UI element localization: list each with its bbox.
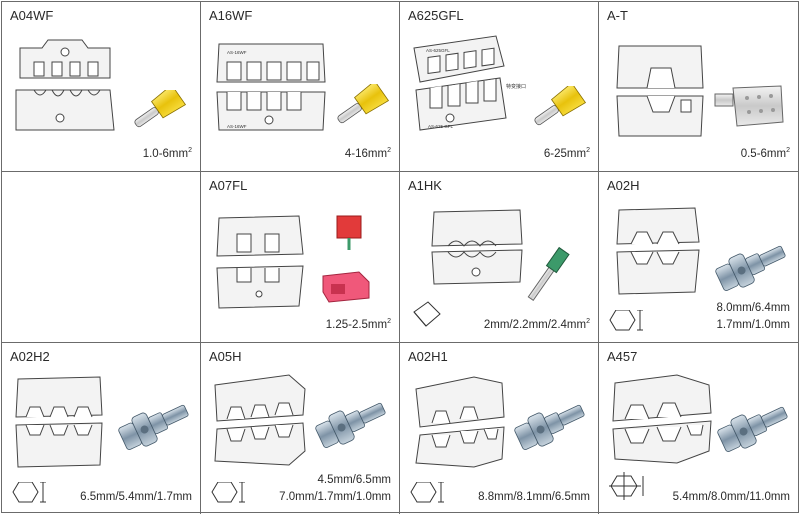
die-a05h-icon bbox=[214, 374, 306, 466]
flag-terminal-icon bbox=[322, 271, 370, 303]
die-label: AS-625 GFL bbox=[428, 124, 454, 129]
model-label: A04WF bbox=[10, 8, 54, 23]
model-label: A16WF bbox=[209, 8, 253, 23]
cell-a05h: A05H 4.5mm/6.5mm 7.0mm/1.7mm/1.0mm bbox=[201, 343, 400, 514]
die-a07fl-icon bbox=[216, 215, 304, 309]
spec-label: 6-25mm2 bbox=[543, 147, 590, 160]
hex-gauge-icon bbox=[12, 482, 47, 503]
cell-a457: A457 5.4mm/8.0mm/11.0mm bbox=[599, 343, 798, 514]
spec-label: 8.0mm/6.4mm 1.7mm/1.0mm bbox=[716, 302, 791, 331]
model-label: A02H2 bbox=[10, 349, 50, 364]
die-a625gfl-icon: AS-625GFL AS-625 GFL 特变接口 bbox=[413, 35, 526, 131]
ferrule-icon bbox=[331, 84, 389, 130]
cell-a02h2: A02H2 6.5mm/5.4mm/1.7mm bbox=[2, 343, 201, 514]
model-label: A625GFL bbox=[408, 8, 464, 23]
ring-terminal-icon bbox=[714, 85, 784, 127]
cell-a02h1: A02H1 8.8mm/8.1mm/6.5mm bbox=[400, 343, 599, 514]
hex-gauge-icon bbox=[609, 310, 644, 331]
flag-terminal-icon bbox=[336, 215, 362, 250]
cell-a-t: A-T 0.5-6mm2 bbox=[599, 2, 798, 172]
spec-label: 1.0-6mm2 bbox=[142, 147, 192, 160]
hex-gauge-icon bbox=[211, 482, 246, 503]
bnc-connector-icon bbox=[712, 236, 789, 296]
cell-a02h: A02H 8.0mm/6.4mm 1.7mm/1.0mm bbox=[599, 172, 798, 343]
die-a04wf-icon bbox=[15, 39, 115, 131]
model-label: A05H bbox=[209, 349, 242, 364]
spec-label: 6.5mm/5.4mm/1.7mm bbox=[80, 491, 192, 503]
die-label: AS-625GFL bbox=[426, 48, 450, 53]
model-label: A457 bbox=[607, 349, 638, 364]
cell-a625gfl: A625GFL AS-625GFL AS-625 GFL 特变接口 6-25mm… bbox=[400, 2, 599, 172]
hex-gauge-icon bbox=[410, 482, 445, 503]
die-a16wf-icon: AS-16WF AS-16WF bbox=[216, 43, 326, 131]
hex-gauge-icon bbox=[609, 472, 644, 500]
spec-label: 8.8mm/8.1mm/6.5mm bbox=[478, 491, 590, 503]
spec-label: 5.4mm/8.0mm/11.0mm bbox=[672, 491, 790, 503]
bnc-connector-icon bbox=[511, 395, 590, 455]
model-label: A02H bbox=[607, 178, 640, 193]
cell-empty bbox=[2, 172, 201, 343]
cell-a07fl: A07FL 1.25-2.5mm2 bbox=[201, 172, 400, 343]
ferrule-icon bbox=[528, 86, 586, 132]
die-a02h1-icon bbox=[415, 376, 505, 468]
die-a-t-icon bbox=[616, 45, 704, 137]
square-gauge-icon bbox=[413, 301, 441, 327]
spec-label: 1.25-2.5mm2 bbox=[325, 318, 391, 331]
spec-label: 0.5-6mm2 bbox=[740, 147, 790, 160]
model-label: A02H1 bbox=[408, 349, 448, 364]
model-label: A-T bbox=[607, 8, 628, 23]
spec-label: 4.5mm/6.5mm 7.0mm/1.7mm/1.0mm bbox=[279, 474, 391, 503]
cell-a04wf: A04WF 1.0-6mm2 bbox=[2, 2, 201, 172]
ferrule-icon bbox=[132, 90, 186, 130]
spec-label: 2mm/2.2mm/2.4mm2 bbox=[483, 318, 590, 331]
die-label: AS-16WF bbox=[227, 50, 247, 55]
bnc-connector-icon bbox=[714, 397, 791, 457]
model-label: A1HK bbox=[408, 178, 442, 193]
die-a457-icon bbox=[612, 374, 712, 464]
die-label: AS-16WF bbox=[227, 124, 247, 129]
pin-contact-icon bbox=[527, 246, 570, 301]
die-note: 特变接口 bbox=[506, 83, 526, 90]
bnc-connector-icon bbox=[312, 393, 391, 453]
cell-a1hk: A1HK 2mm/2.2mm/2.4mm2 bbox=[400, 172, 599, 343]
model-label: A07FL bbox=[209, 178, 248, 193]
die-a02h2-icon bbox=[15, 376, 103, 468]
die-a1hk-icon bbox=[431, 209, 523, 285]
cell-a16wf: A16WF AS-16WF AS-16WF 4-16mm2 bbox=[201, 2, 400, 172]
spec-label: 4-16mm2 bbox=[344, 147, 391, 160]
bnc-connector-icon bbox=[115, 395, 194, 455]
die-a02h-icon bbox=[616, 207, 700, 295]
